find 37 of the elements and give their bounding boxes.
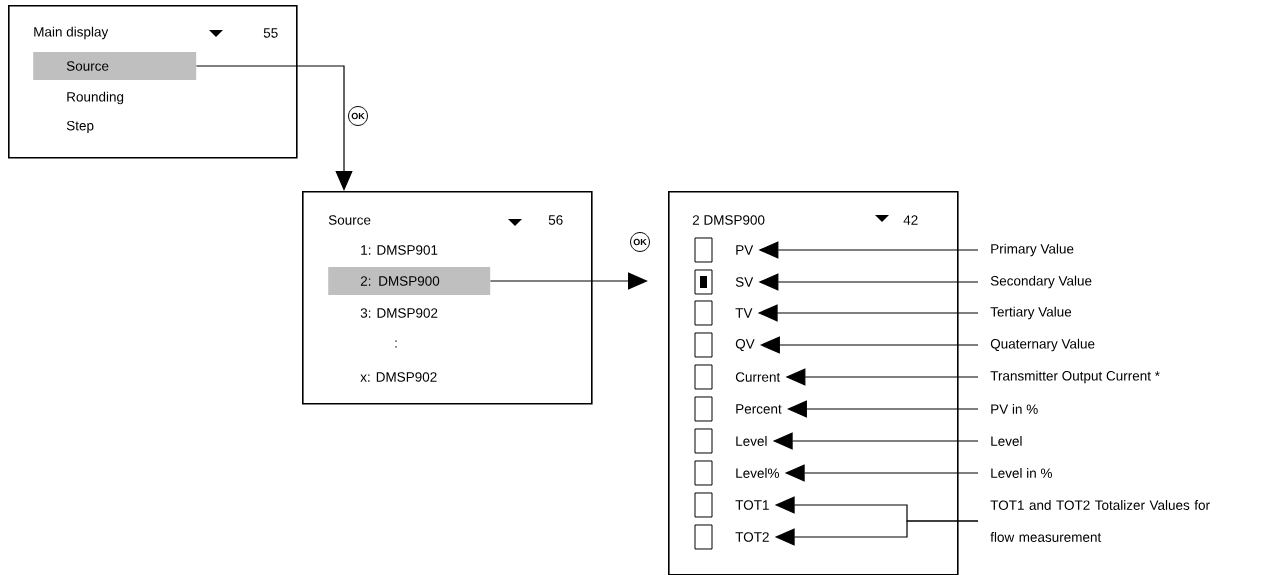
menu-item: 3: DMSP902 — [360, 308, 438, 318]
description-text: TOT1 and TOT2 Totalizer Values for flow measurement — [990, 500, 1210, 542]
menu-title: Main display — [34, 26, 109, 40]
highlighted-item: 2: DMSP900 — [328, 267, 491, 295]
description-text: Tertiary Value — [990, 306, 1072, 320]
menu-title: Source — [328, 215, 371, 225]
description-text: Quaternary Value — [990, 338, 1095, 352]
menu-item: Percent — [736, 404, 782, 414]
menu-item: Rounding — [67, 91, 124, 105]
ok-button-label: OK — [348, 106, 368, 126]
description-text: Transmitter Output Current * — [990, 370, 1160, 384]
description-text: Level — [991, 436, 1022, 446]
arrow — [195, 65, 353, 191]
menu-number: 55 — [263, 28, 278, 38]
menu-item: TOT2 — [735, 532, 769, 542]
description-text: Primary Value — [991, 243, 1074, 257]
description-text: Level in % — [991, 468, 1052, 478]
menu-item: TOT1 — [735, 500, 769, 510]
menu-title: 2 DMSP900 — [692, 215, 765, 225]
menu-item: TV — [735, 308, 753, 318]
menu-item: QV — [735, 339, 755, 351]
menu-item: Step — [66, 120, 94, 134]
description-text: Secondary Value — [990, 275, 1092, 289]
menu-item: : — [395, 340, 397, 348]
menu-number: 42 — [903, 215, 918, 225]
menu-item: SV — [735, 277, 754, 287]
menu-item: 1: DMSP901 — [361, 245, 438, 255]
description-text: PV in % — [991, 404, 1038, 414]
menu-item: x: DMSP902 — [360, 372, 437, 382]
menu-item: Level% — [736, 468, 779, 478]
menu-item: Current — [735, 372, 781, 382]
highlighted-item: Source — [33, 52, 197, 80]
menu-item: PV — [736, 245, 754, 255]
menu-number: 56 — [548, 215, 563, 225]
menu-item: Level — [736, 436, 767, 446]
arrow — [489, 272, 648, 290]
ok-button-label: OK — [630, 232, 650, 252]
